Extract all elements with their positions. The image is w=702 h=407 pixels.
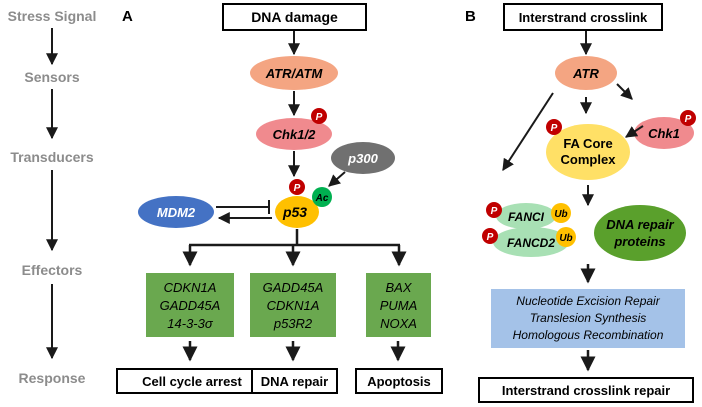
fancd2-node [493, 227, 569, 257]
fanci-ub-label: Ub [554, 209, 567, 220]
p53-phospho-label: P [294, 183, 301, 194]
response-dna-repair-label: DNA repair [261, 374, 328, 389]
chk1-phospho-badge [680, 110, 696, 126]
p300-label: p300 [347, 151, 378, 166]
panel-b: B Interstrand crosslink ATR Chk1 P FA Co… [465, 3, 696, 403]
chk12-node [256, 118, 332, 150]
dna-damage-label: DNA damage [251, 9, 338, 25]
stage-stress-signal: Stress Signal [8, 8, 97, 24]
effector-gene: 14-3-3σ [167, 316, 214, 331]
stage-transducers: Transducers [10, 149, 93, 165]
fa-core-phospho-label: P [551, 123, 558, 134]
dna-repair-proteins-line1: DNA repair [606, 217, 674, 232]
interstrand-crosslink-box [503, 3, 663, 31]
effector-box-dna-repair [250, 273, 336, 337]
chk1-label: Chk1 [648, 126, 680, 141]
p53-label: p53 [282, 204, 307, 220]
chk12-phospho-badge [311, 108, 327, 124]
p300-node [331, 142, 395, 174]
response-box-cell-cycle [116, 368, 268, 394]
chk12-phospho-label: P [316, 112, 323, 123]
interstrand-crosslink-label: Interstrand crosslink [519, 10, 648, 25]
fanci-node [496, 203, 556, 229]
response-box-dna-repair [251, 368, 338, 394]
fanci-phospho-label: P [491, 206, 498, 217]
arrow-atr-to-fanc [502, 92, 554, 172]
dna-damage-box [222, 3, 367, 31]
effector-box-apoptosis [366, 273, 431, 337]
arrow-chk1-to-facore [624, 125, 644, 138]
effector-gene: CDKN1A [164, 280, 217, 295]
chk1-node [634, 117, 694, 149]
fancd2-phospho-label: P [487, 232, 494, 243]
fa-core-label-line1: FA Core [563, 136, 612, 151]
icl-repair-box [478, 377, 694, 403]
repair-pathway: Nucleotide Excision Repair [516, 294, 660, 308]
fa-core-node [546, 124, 630, 180]
response-apoptosis-label: Apoptosis [367, 374, 431, 389]
atr-atm-label: ATR/ATM [265, 66, 324, 81]
atr-label: ATR [572, 66, 599, 81]
panel-b-letter: B [465, 8, 476, 25]
fanci-label: FANCI [508, 210, 545, 224]
dna-repair-proteins-line2: proteins [613, 234, 665, 249]
chk12-label: Chk1/2 [273, 127, 316, 142]
dna-repair-proteins-node [594, 205, 686, 261]
p53-acetyl-badge [312, 187, 332, 207]
effector-gene: PUMA [380, 298, 418, 313]
stage-response: Response [19, 370, 86, 386]
stage-sensors: Sensors [24, 69, 79, 85]
chk1-phospho-label: P [685, 114, 692, 125]
repair-pathway: Homologous Recombination [513, 328, 664, 342]
fa-core-phospho-badge [546, 119, 562, 135]
panel-a-letter: A [122, 8, 133, 25]
effector-gene: p53R2 [273, 316, 313, 331]
atr-atm-node [250, 56, 338, 90]
effector-gene: BAX [385, 280, 412, 295]
fa-core-label-line2: Complex [561, 152, 617, 167]
mdm2-label: MDM2 [157, 205, 196, 220]
fancd2-phospho-badge [482, 228, 498, 244]
fancd2-ub-label: Ub [559, 233, 572, 244]
effector-box-cell-cycle [146, 273, 234, 337]
effector-gene: GADD45A [263, 280, 324, 295]
fanci-ub-badge [551, 203, 571, 223]
response-box-apoptosis [355, 368, 443, 394]
arrow-p300-to-ac [328, 171, 346, 187]
p53-node [275, 196, 319, 228]
p53-acetyl-label: Ac [315, 193, 329, 204]
mdm2-node [138, 196, 214, 228]
fancd2-ub-badge [556, 227, 576, 247]
effector-gene: NOXA [380, 316, 417, 331]
fanci-phospho-badge [486, 202, 502, 218]
fancd2-label: FANCD2 [507, 236, 555, 250]
effector-gene: GADD45A [160, 298, 221, 313]
arrow-atr-to-chk1 [616, 83, 633, 100]
panel-a: A DNA damage ATR/ATM Chk1/2 P p300 p53 P… [116, 3, 443, 394]
p53-phospho-badge [289, 179, 305, 195]
atr-node [555, 56, 617, 90]
repair-pathway: Translesion Synthesis [530, 311, 647, 325]
stage-column: Stress Signal Sensors Transducers Effect… [8, 8, 97, 386]
icl-repair-label: Interstrand crosslink repair [502, 383, 670, 398]
response-cell-cycle-label: Cell cycle arrest [142, 374, 242, 389]
repair-pathways-box [491, 289, 685, 348]
stage-effectors: Effectors [22, 262, 83, 278]
effector-gene: CDKN1A [267, 298, 320, 313]
